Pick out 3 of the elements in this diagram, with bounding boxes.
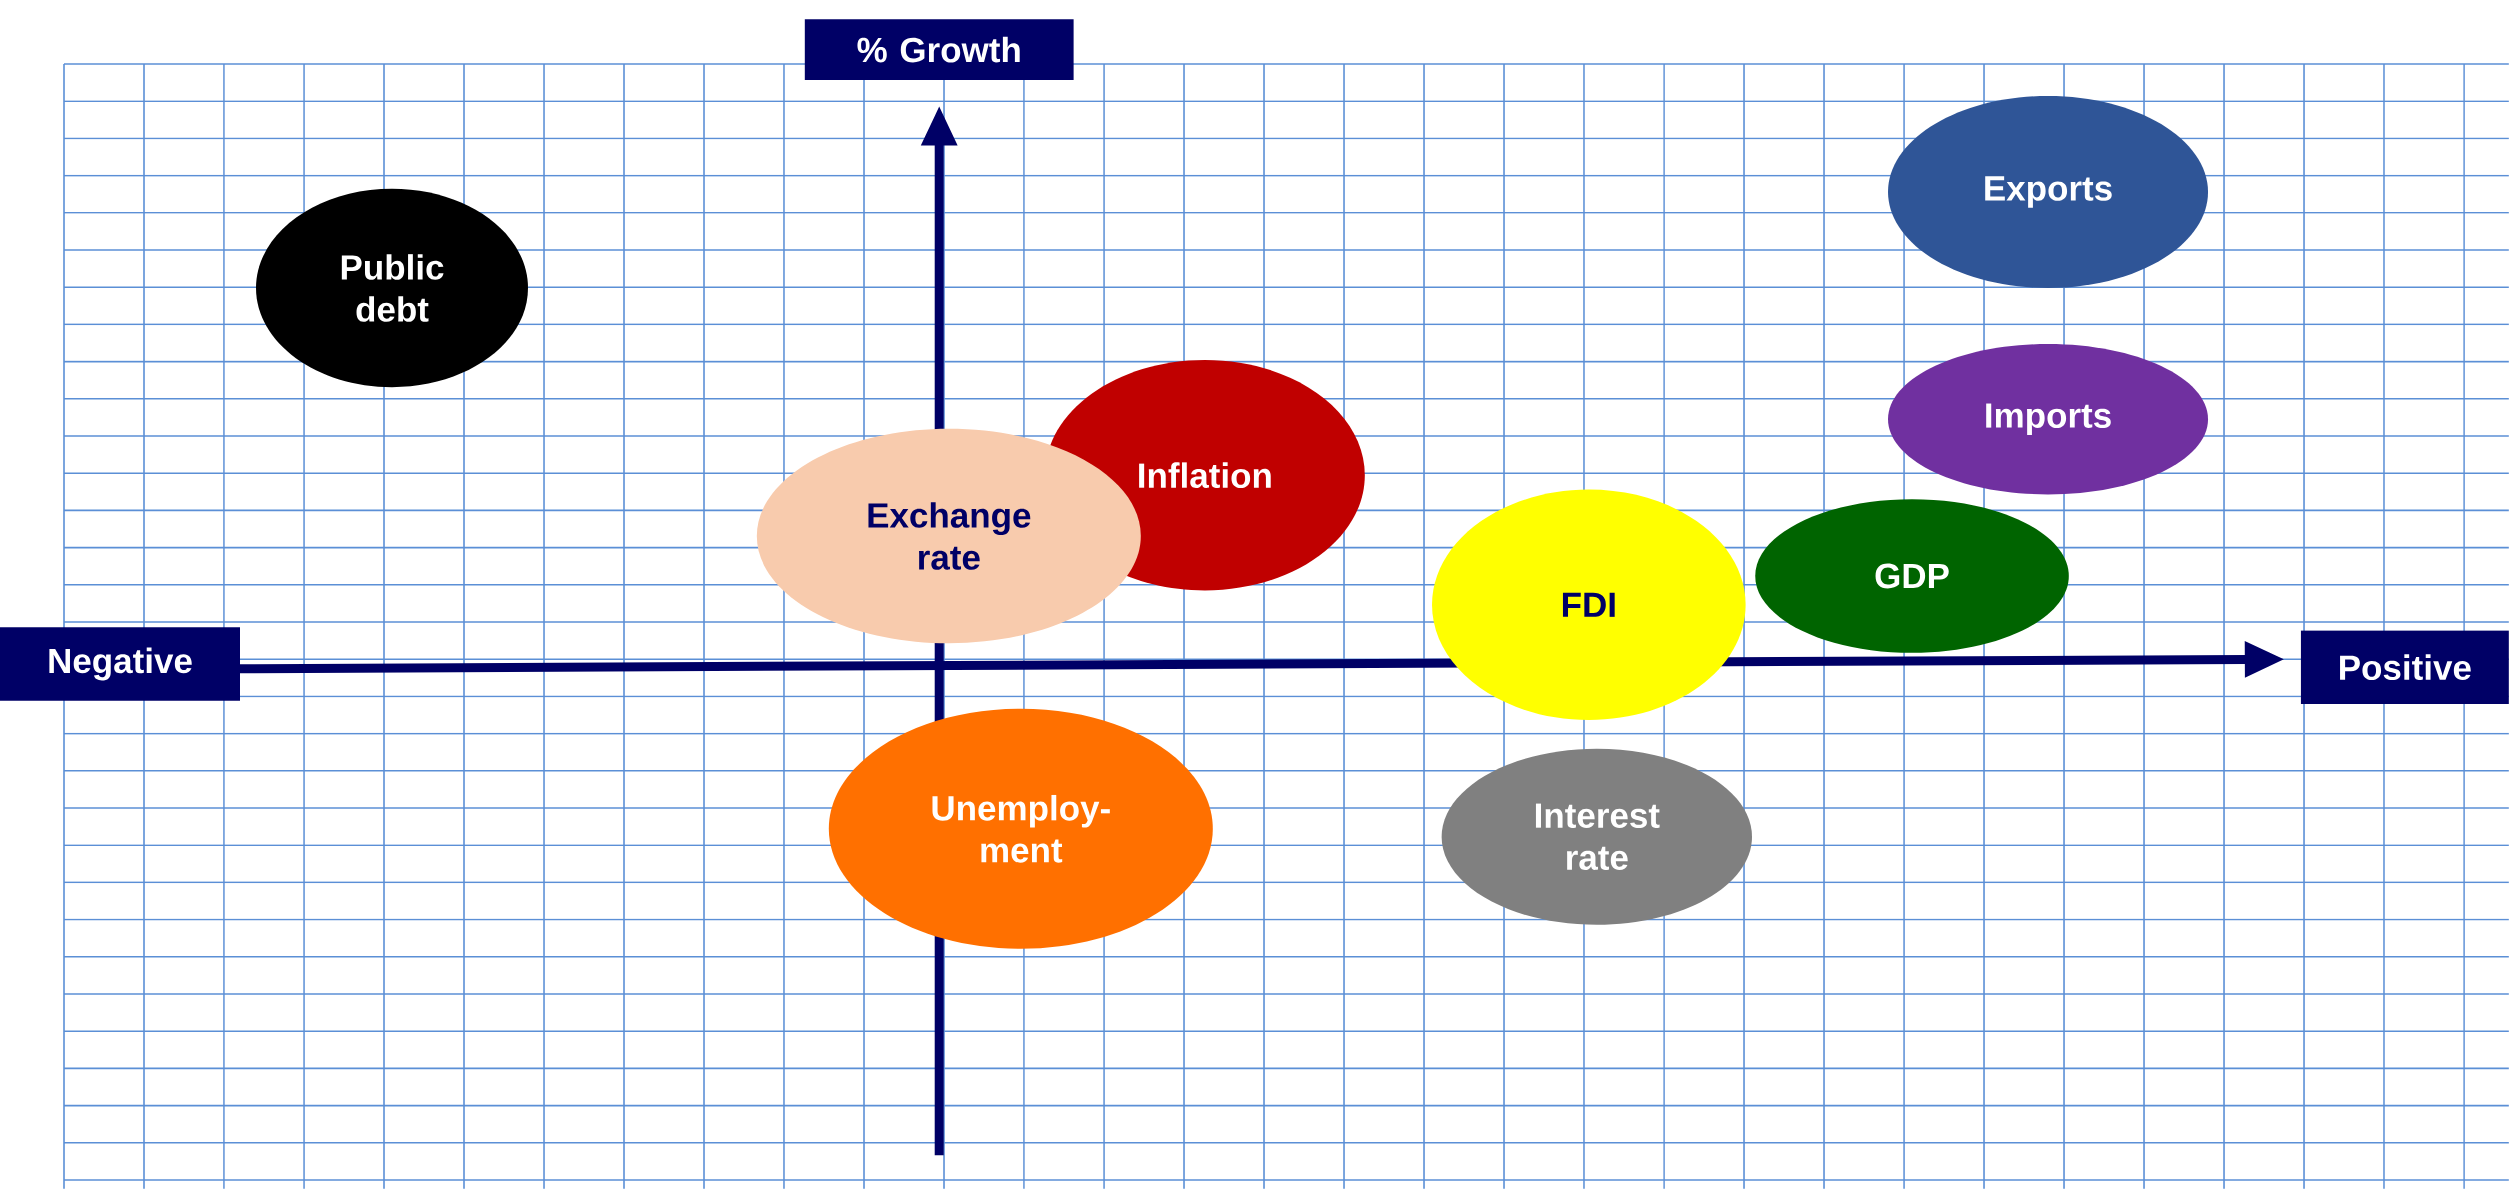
axis-label-box: Positive: [2300, 630, 2509, 704]
axis-label-box: % Growth: [804, 19, 1074, 80]
axis-label-box: Negative: [0, 627, 240, 701]
